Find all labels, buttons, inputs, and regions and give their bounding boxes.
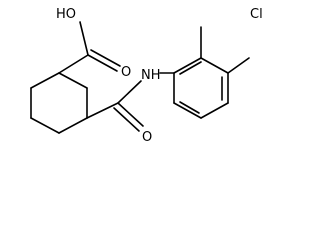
bond-phenyl-4: [200, 102, 229, 119]
bond-to-chlorine: [227, 57, 250, 74]
amide-nitrogen-label: NH: [141, 68, 161, 83]
structure-canvas: HO O NH O Cl: [30, 7, 263, 145]
bond-amide-double-o-1: [117, 102, 144, 127]
bond-phenyl-1: [173, 57, 202, 74]
bond-phenyl-inner-3: [179, 101, 200, 114]
amide-oxygen-label: O: [142, 130, 152, 145]
bond-phenyl-inner-1: [179, 61, 202, 75]
hydroxyl-label: HO: [56, 7, 76, 22]
bond-ring-to-carboxyl-carbon: [58, 54, 89, 74]
bond-phenyl-5: [173, 102, 202, 119]
bond-carboxyl-double-o-2: [90, 49, 121, 67]
bond-ring-1: [30, 72, 60, 89]
bond-ring-to-amide-carbon: [86, 102, 119, 119]
cyclohexane-ring: [30, 72, 88, 134]
bond-carboxyl-to-hydroxyl: [79, 21, 89, 56]
substituents: [200, 26, 250, 74]
carboxylic-acid-group: [58, 21, 121, 74]
bond-phenyl-2: [200, 57, 229, 74]
bond-amide-carbon-to-nitrogen: [117, 80, 142, 104]
amide-group: [86, 72, 175, 132]
bond-amide-double-o-2: [113, 107, 140, 132]
chlorine-label: Cl: [250, 7, 263, 22]
bond-carboxyl-double-o-1: [87, 54, 118, 72]
bond-ring-6: [58, 72, 88, 89]
chemical-structure: HO O NH O Cl: [30, 7, 263, 145]
bond-ring-3: [30, 117, 60, 134]
benzene-ring: [173, 57, 229, 119]
bond-ring-4: [58, 117, 88, 134]
carboxyl-oxygen-label: O: [121, 65, 131, 80]
